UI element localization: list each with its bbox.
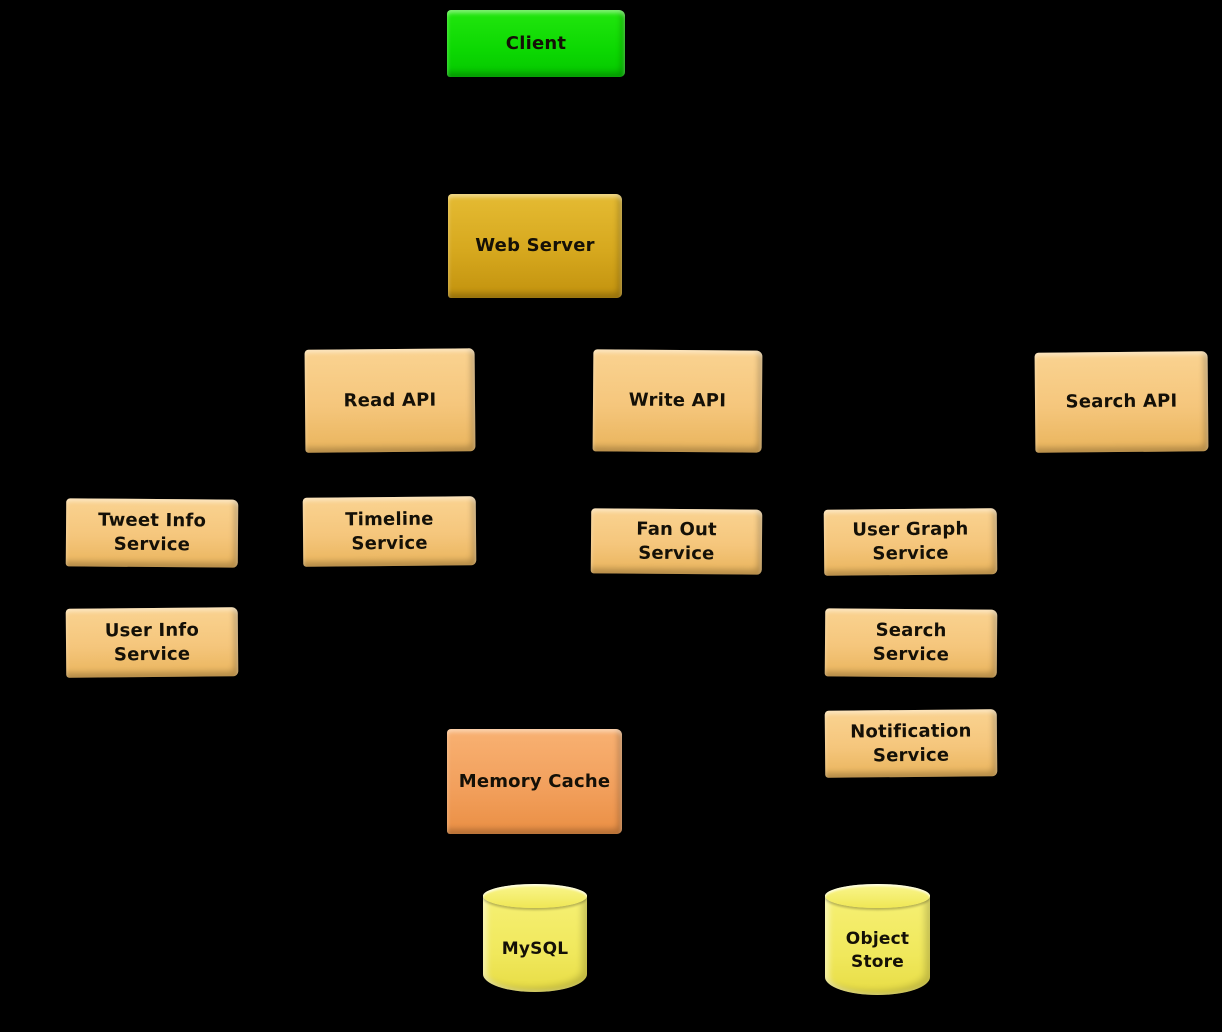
node-label: Web Server (475, 235, 595, 257)
node-user-graph-service: User Graph Service (823, 508, 998, 576)
node-tweet-info-service: Tweet Info Service (65, 498, 239, 568)
node-label: Timeline Service (345, 508, 434, 554)
node-search-api: Search API (1034, 351, 1209, 453)
node-label: User Graph Service (852, 518, 969, 565)
node-timeline-service: Timeline Service (302, 496, 477, 567)
node-fan-out-service: Fan Out Service (590, 508, 763, 575)
cylinder-body (825, 895, 930, 995)
cylinder-top (483, 884, 587, 908)
node-label: MySQL (501, 938, 569, 959)
node-label: Search API (1065, 390, 1178, 413)
node-label: Client (505, 32, 567, 54)
node-object-store-database: Object Store (825, 884, 930, 995)
node-label: Search Service (872, 619, 950, 666)
node-client: Client (447, 10, 625, 77)
node-user-info-service: User Info Service (65, 607, 239, 678)
node-label: Tweet Info Service (98, 509, 207, 556)
node-memory-cache: Memory Cache (447, 729, 622, 834)
node-notification-service: Notification Service (824, 709, 998, 778)
node-label: Notification Service (850, 720, 972, 766)
cylinder-body (483, 895, 587, 992)
node-web-server: Web Server (448, 194, 622, 298)
node-label: Write API (628, 389, 727, 412)
node-label: Object Store (845, 929, 910, 972)
node-label: Memory Cache (458, 770, 611, 792)
node-label: Read API (343, 389, 437, 412)
cylinder-top (825, 884, 930, 908)
node-search-service: Search Service (824, 608, 998, 678)
node-label: Fan Out Service (636, 518, 717, 564)
node-read-api: Read API (304, 348, 476, 453)
node-write-api: Write API (592, 349, 763, 453)
node-mysql-database: MySQL (483, 884, 587, 992)
node-label: User Info Service (104, 619, 200, 665)
